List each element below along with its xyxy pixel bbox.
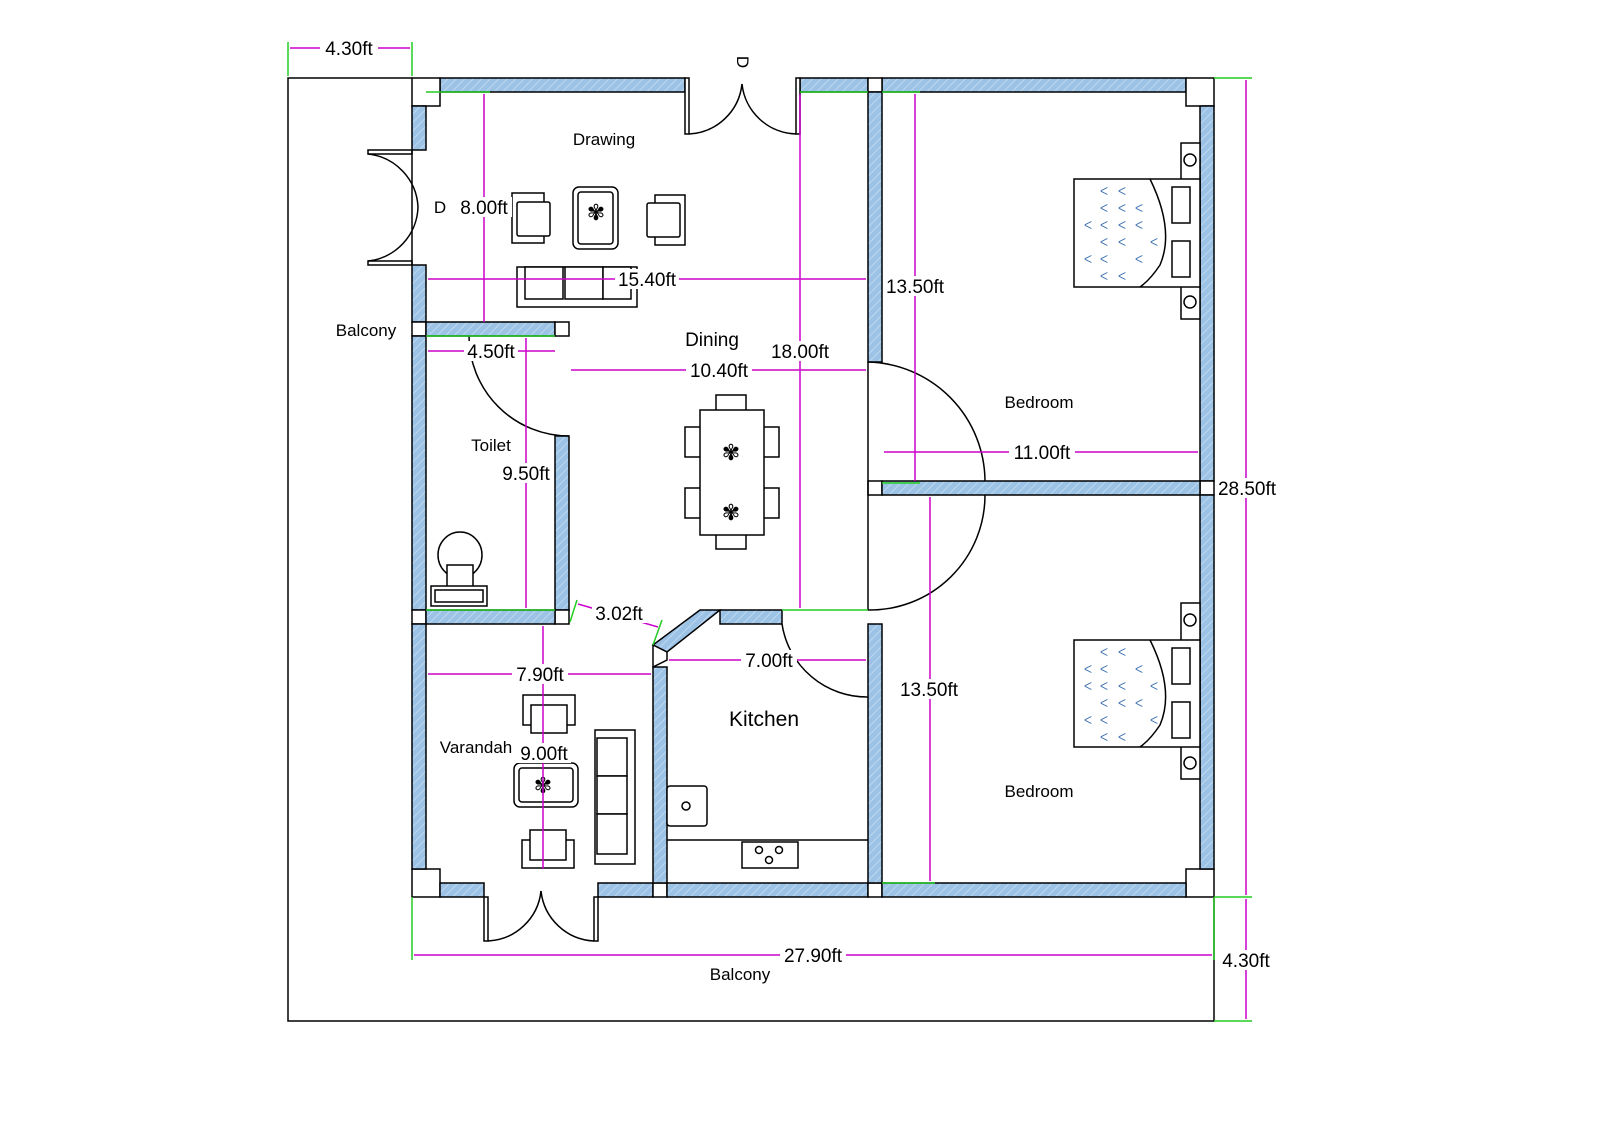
dim-passage-width: 3.02ft [595,604,643,625]
dim-dining-height: 18.00ft [771,342,830,363]
svg-text:ᐸ: ᐸ [1100,681,1108,693]
svg-text:ᐸ: ᐸ [1118,220,1126,232]
svg-text:ᐸ: ᐸ [1100,715,1108,727]
svg-text:ᐸ: ᐸ [1118,186,1126,198]
svg-text:ᐸ: ᐸ [1135,698,1143,710]
svg-text:ᐸ: ᐸ [1150,681,1158,693]
svg-text:ᐸ: ᐸ [1100,647,1108,659]
svg-text:ᐸ: ᐸ [1135,254,1143,266]
plant-icon: ✾ [587,200,605,225]
dim-kitchen-width: 7.00ft [745,651,793,672]
extension-lines [287,42,1252,1022]
door-mark-left: D [434,198,446,217]
doors [367,77,986,942]
kitchen-fixtures [666,785,799,869]
svg-text:ᐸ: ᐸ [1118,647,1126,659]
svg-text:ᐸ: ᐸ [1118,203,1126,215]
svg-text:ᐸ: ᐸ [1084,715,1092,727]
dim-drawing-height: 8.00ft [460,198,508,219]
dim-drawing-width: 15.40ft [618,270,677,291]
room-label-toilet: Toilet [471,436,511,455]
svg-text:ᐸ: ᐸ [1118,698,1126,710]
room-label-drawing: Drawing [573,130,635,149]
dim-bedroom-bottom-height: 13.50ft [900,680,959,701]
svg-text:ᐸ: ᐸ [1100,220,1108,232]
svg-text:ᐸ: ᐸ [1100,698,1108,710]
svg-text:ᐸ: ᐸ [1100,664,1108,676]
dim-overall-width: 27.90ft [784,946,843,967]
svg-text:ᐸ: ᐸ [1118,732,1126,744]
dimension-labels: 4.30ft 8.00ft 15.40ft 4.50ft 10.40ft 18.… [320,38,1279,972]
svg-text:ᐸ: ᐸ [1100,237,1108,249]
varandah-furniture: ✾ [513,694,636,869]
svg-text:ᐸ: ᐸ [1118,237,1126,249]
room-label-dining: Dining [685,330,739,351]
dim-bedroom-width: 11.00ft [1014,443,1071,464]
svg-text:ᐸ: ᐸ [1100,254,1108,266]
plant-icon: ✾ [722,440,740,465]
svg-text:ᐸ: ᐸ [1084,681,1092,693]
svg-text:ᐸ: ᐸ [1135,664,1143,676]
svg-text:ᐸ: ᐸ [1084,220,1092,232]
room-labels: Drawing Dining Toilet Varandah Kitchen B… [336,56,1074,984]
svg-text:ᐸ: ᐸ [1118,681,1126,693]
room-label-balcony-bottom: Balcony [710,965,771,984]
svg-text:ᐸ: ᐸ [1118,271,1126,283]
dim-bedroom-top-height: 13.50ft [886,277,945,298]
dim-varandah-height: 9.00ft [520,744,568,765]
svg-text:ᐸ: ᐸ [1135,203,1143,215]
dim-balcony-bottom-depth: 4.30ft [1222,951,1270,972]
svg-text:ᐸ: ᐸ [1100,732,1108,744]
plant-icon: ✾ [722,500,740,525]
svg-text:ᐸ: ᐸ [1135,220,1143,232]
dim-balcony-left-width: 4.30ft [325,39,373,60]
svg-text:ᐸ: ᐸ [1084,664,1092,676]
svg-text:ᐸ: ᐸ [1100,186,1108,198]
toilet-fixtures [430,531,488,607]
dim-varandah-width: 7.90ft [516,665,564,686]
dining-table: ✾ ✾ [684,394,780,550]
room-label-kitchen: Kitchen [729,708,799,731]
dim-dining-width: 10.40ft [690,361,749,382]
room-label-bedroom-bottom: Bedroom [1005,782,1074,801]
dim-toilet-width: 4.50ft [467,342,515,363]
door-mark-top: D [733,56,752,68]
room-label-bedroom-top: Bedroom [1005,393,1074,412]
svg-text:ᐸ: ᐸ [1084,254,1092,266]
svg-text:ᐸ: ᐸ [1150,237,1158,249]
room-label-varandah: Varandah [440,738,512,757]
balcony-outline [287,77,1215,1022]
svg-text:ᐸ: ᐸ [1100,271,1108,283]
svg-text:ᐸ: ᐸ [1150,715,1158,727]
room-label-balcony-left: Balcony [336,321,397,340]
svg-text:ᐸ: ᐸ [1100,203,1108,215]
dim-overall-height: 28.50ft [1218,479,1277,500]
dim-toilet-height: 9.50ft [502,464,550,485]
